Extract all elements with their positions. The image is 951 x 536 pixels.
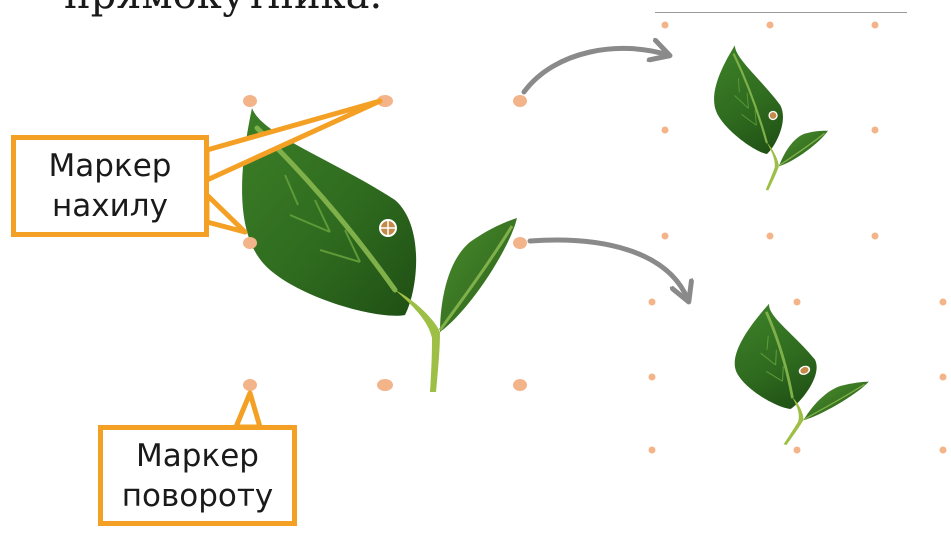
skew-marker-callout: Маркер нахилу bbox=[11, 135, 209, 237]
rotated-plant-image bbox=[688, 44, 844, 203]
skew-marker-bottom-right[interactable] bbox=[513, 379, 527, 391]
rotate-callout-line2: повороту bbox=[103, 476, 292, 516]
main-plant-image[interactable] bbox=[242, 108, 517, 392]
arrow-to-skewed bbox=[530, 240, 688, 300]
rotate-marker-bottom-left[interactable] bbox=[243, 379, 257, 391]
rotate-callout-pointer bbox=[236, 393, 260, 427]
skew-callout-line2: нахилу bbox=[16, 186, 204, 226]
skew-callout-line1: Маркер bbox=[16, 146, 204, 186]
rotate-callout-line1: Маркер bbox=[103, 436, 292, 476]
skewed-plant-image bbox=[693, 302, 896, 454]
skew-marker-right-middle[interactable] bbox=[513, 237, 527, 249]
skew-marker-top-right[interactable] bbox=[513, 95, 527, 107]
rotate-marker-callout: Маркер повороту bbox=[98, 425, 297, 526]
skew-marker-top-left[interactable] bbox=[243, 95, 257, 107]
skew-marker-bottom-middle[interactable] bbox=[377, 379, 393, 391]
skew-marker-left-middle[interactable] bbox=[243, 237, 257, 249]
arrow-to-rotated bbox=[524, 48, 668, 92]
